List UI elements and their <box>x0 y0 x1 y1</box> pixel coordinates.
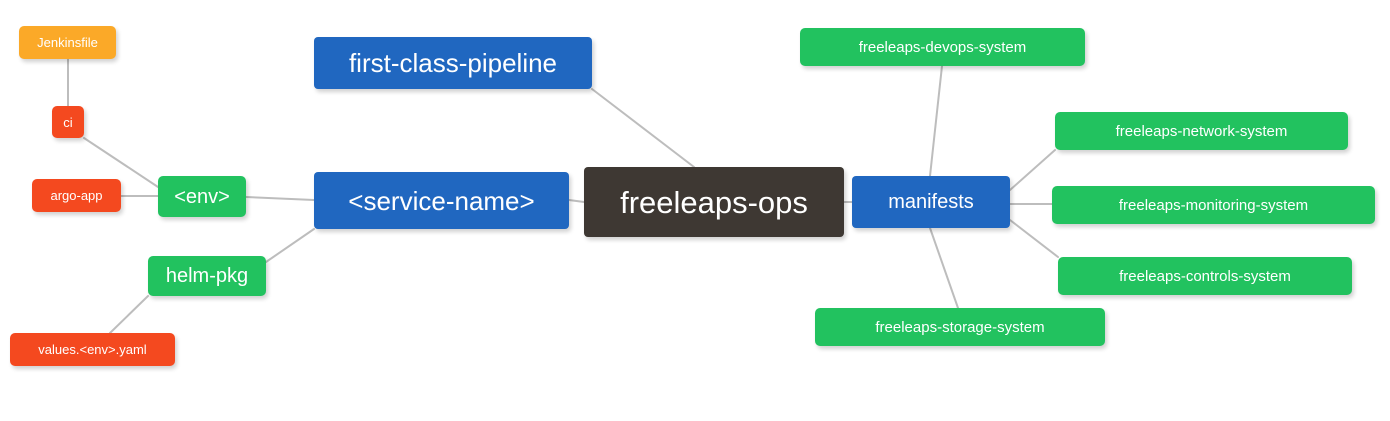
node-label-first-class-pipeline: first-class-pipeline <box>348 48 558 78</box>
node-ci[interactable]: ci <box>52 106 84 138</box>
edge-manifests-to-network-system <box>1009 149 1056 191</box>
node-helm-pkg[interactable]: helm-pkg <box>148 256 266 296</box>
node-label-storage-system: freeleaps-storage-system <box>875 318 1045 336</box>
node-monitoring-system[interactable]: freeleaps-monitoring-system <box>1052 186 1375 224</box>
node-service-name[interactable]: <service-name> <box>314 172 569 229</box>
node-controls-system[interactable]: freeleaps-controls-system <box>1058 257 1352 295</box>
node-label-env: <env> <box>174 185 230 208</box>
node-label-helm-pkg: helm-pkg <box>165 265 249 287</box>
edge-manifests-to-devops-system <box>929 65 943 177</box>
node-label-devops-system: freeleaps-devops-system <box>858 38 1027 56</box>
node-first-class-pipeline[interactable]: first-class-pipeline <box>314 37 592 89</box>
edge-service-name-to-helm-pkg <box>265 228 315 263</box>
edge-manifests-to-controls-system <box>1009 219 1059 258</box>
edge-root-to-service-name <box>568 199 585 203</box>
node-network-system[interactable]: freeleaps-network-system <box>1055 112 1348 150</box>
node-label-argo-app: argo-app <box>50 188 103 203</box>
node-label-network-system: freeleaps-network-system <box>1115 122 1288 140</box>
edge-root-to-first-class-pipeline <box>591 88 695 168</box>
node-env[interactable]: <env> <box>158 176 246 217</box>
node-manifests[interactable]: manifests <box>852 176 1010 228</box>
node-label-controls-system: freeleaps-controls-system <box>1119 267 1291 285</box>
node-values-yaml[interactable]: values.<env>.yaml <box>10 333 175 366</box>
node-argo-app[interactable]: argo-app <box>32 179 121 212</box>
node-label-service-name: <service-name> <box>348 185 535 216</box>
node-label-values-yaml: values.<env>.yaml <box>38 342 147 357</box>
node-label-manifests: manifests <box>888 191 974 213</box>
edge-manifests-to-storage-system <box>929 227 959 309</box>
node-root[interactable]: freeleaps-ops <box>584 167 844 237</box>
node-jenkinsfile[interactable]: Jenkinsfile <box>19 26 116 59</box>
node-devops-system[interactable]: freeleaps-devops-system <box>800 28 1085 66</box>
node-label-monitoring-system: freeleaps-monitoring-system <box>1118 196 1309 214</box>
node-label-ci: ci <box>63 114 73 130</box>
node-storage-system[interactable]: freeleaps-storage-system <box>815 308 1105 346</box>
edge-helm-pkg-to-values-yaml <box>109 295 149 334</box>
node-label-jenkinsfile: Jenkinsfile <box>37 35 98 50</box>
node-label-root: freeleaps-ops <box>620 184 808 220</box>
edge-service-name-to-env <box>245 196 315 201</box>
